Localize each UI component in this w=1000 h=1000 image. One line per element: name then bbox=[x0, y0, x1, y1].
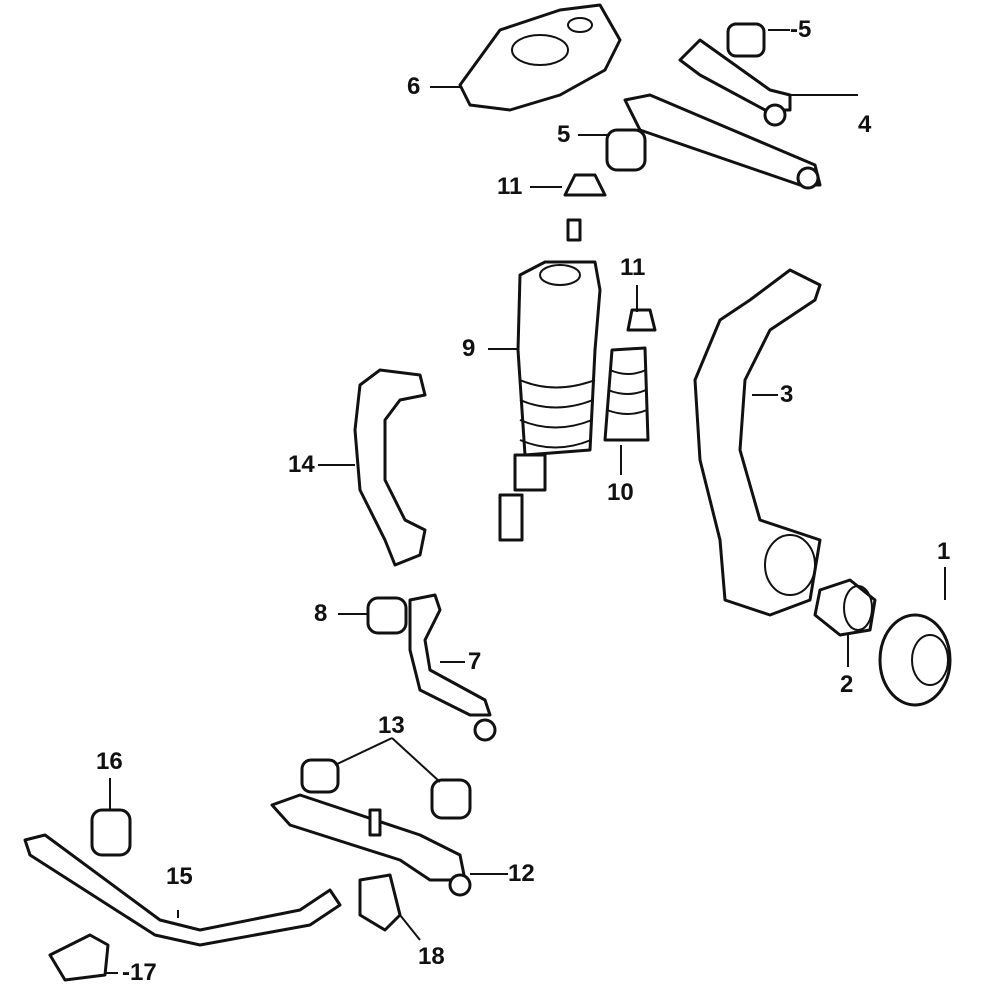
callout-8: 8 bbox=[314, 600, 328, 627]
callout-3: 3 bbox=[780, 381, 794, 408]
callout-2: 2 bbox=[840, 671, 854, 698]
part-7-lower-arm[interactable] bbox=[408, 593, 497, 742]
callout-7: 7 bbox=[468, 648, 482, 675]
callout-11: 11 bbox=[497, 173, 523, 200]
callout-1: 1 bbox=[937, 538, 951, 565]
callout-16: 16 bbox=[96, 748, 123, 775]
part-10-dust-boot[interactable] bbox=[603, 346, 650, 442]
callout-14: 14 bbox=[288, 451, 315, 478]
callout-12: 12 bbox=[508, 860, 535, 887]
leader-arrows bbox=[105, 29, 946, 974]
part-14-bracket-arm[interactable] bbox=[353, 368, 427, 567]
part-2-wheel-bearing[interactable] bbox=[813, 578, 877, 637]
part-11-bump-stop[interactable] bbox=[626, 308, 657, 332]
callout-11-b: 11 bbox=[620, 254, 646, 281]
callout-15: 15 bbox=[166, 863, 193, 890]
part-3-steering-knuckle[interactable] bbox=[693, 268, 822, 617]
part-11-bump-stop-top[interactable] bbox=[563, 173, 607, 197]
part-16-stabilizer-bushing[interactable] bbox=[90, 808, 132, 857]
callout-17: -17 bbox=[122, 959, 157, 986]
callout-18: 18 bbox=[418, 943, 445, 970]
part-13-bushing-left[interactable] bbox=[300, 758, 340, 794]
callout-4: 4 bbox=[858, 111, 872, 138]
callout-10: 10 bbox=[607, 479, 634, 506]
callout-5-top: -5 bbox=[790, 16, 812, 43]
callout-6: 6 bbox=[407, 73, 421, 100]
part-9-air-strut[interactable] bbox=[498, 218, 602, 542]
part-6-strut-mount[interactable] bbox=[458, 3, 622, 112]
callout-9: 9 bbox=[462, 335, 476, 362]
part-5-bushing-top[interactable] bbox=[726, 22, 766, 58]
part-15-stabilizer-bar[interactable] bbox=[23, 833, 342, 947]
part-17-bracket[interactable] bbox=[48, 933, 110, 982]
part-18-link[interactable] bbox=[358, 873, 402, 932]
callout-5: 5 bbox=[557, 121, 571, 148]
part-1-hub[interactable] bbox=[878, 613, 952, 707]
part-5-bushing[interactable] bbox=[605, 128, 647, 172]
callout-13: 13 bbox=[378, 712, 405, 739]
part-4-upper-control-arm[interactable] bbox=[623, 38, 822, 190]
part-8-bushing[interactable] bbox=[366, 596, 408, 635]
part-13-bushing-right[interactable] bbox=[430, 778, 472, 820]
part-12-lower-control-arm[interactable] bbox=[270, 793, 472, 897]
